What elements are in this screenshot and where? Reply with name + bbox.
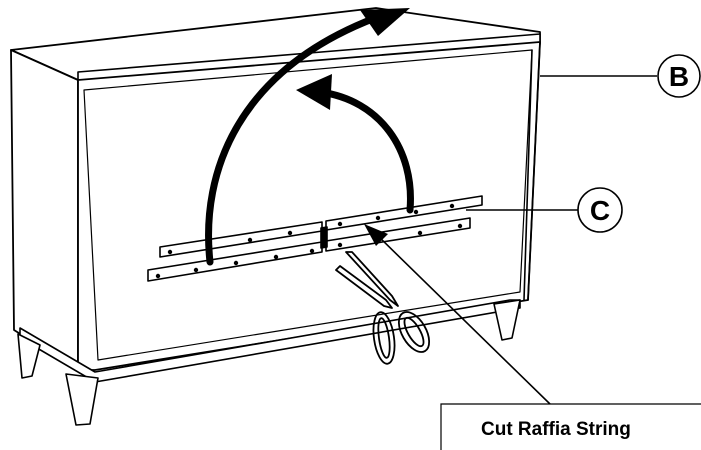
cabinet-leg-right [493, 299, 521, 341]
rotate-arrow-outer [205, 14, 379, 266]
cabinet-left-side [10, 49, 79, 371]
callout-b: B [540, 54, 701, 98]
rail-joint [320, 226, 328, 249]
cut-string-callout: Cut Raffia String [364, 224, 701, 450]
scissors-icon [335, 251, 431, 365]
rails [147, 195, 483, 282]
rotate-arrow-inner [316, 88, 414, 214]
cut-string-leader [377, 235, 551, 405]
callout-c-label: C [590, 195, 610, 226]
rotate-arrow-outer-head [360, 8, 410, 36]
caption-box-outline [440, 403, 701, 450]
cabinet-right-edge [523, 41, 541, 301]
callout-b-circle [657, 54, 701, 98]
cabinet-leg-center [65, 373, 99, 426]
scissors-blade-b [335, 265, 393, 309]
rotate-arrow-icon [205, 8, 414, 266]
scissors-blade-a [345, 251, 399, 307]
rotate-arrow-inner-head [296, 74, 332, 110]
callout-b-label: B [669, 61, 689, 92]
scissors-handle-a [372, 311, 396, 365]
cut-string-arrowhead [364, 224, 388, 246]
callout-c-circle [577, 187, 623, 233]
cabinet [10, 7, 541, 426]
scissors-handle-b-inner [403, 316, 425, 348]
scissors-handle-a-inner [377, 317, 391, 359]
caption-text: Cut Raffia String [481, 419, 631, 440]
callout-c: C [466, 187, 623, 233]
cabinet-leg-left-front [17, 333, 41, 379]
cabinet-back-panel [83, 49, 533, 361]
scissors-handle-b [397, 311, 431, 353]
